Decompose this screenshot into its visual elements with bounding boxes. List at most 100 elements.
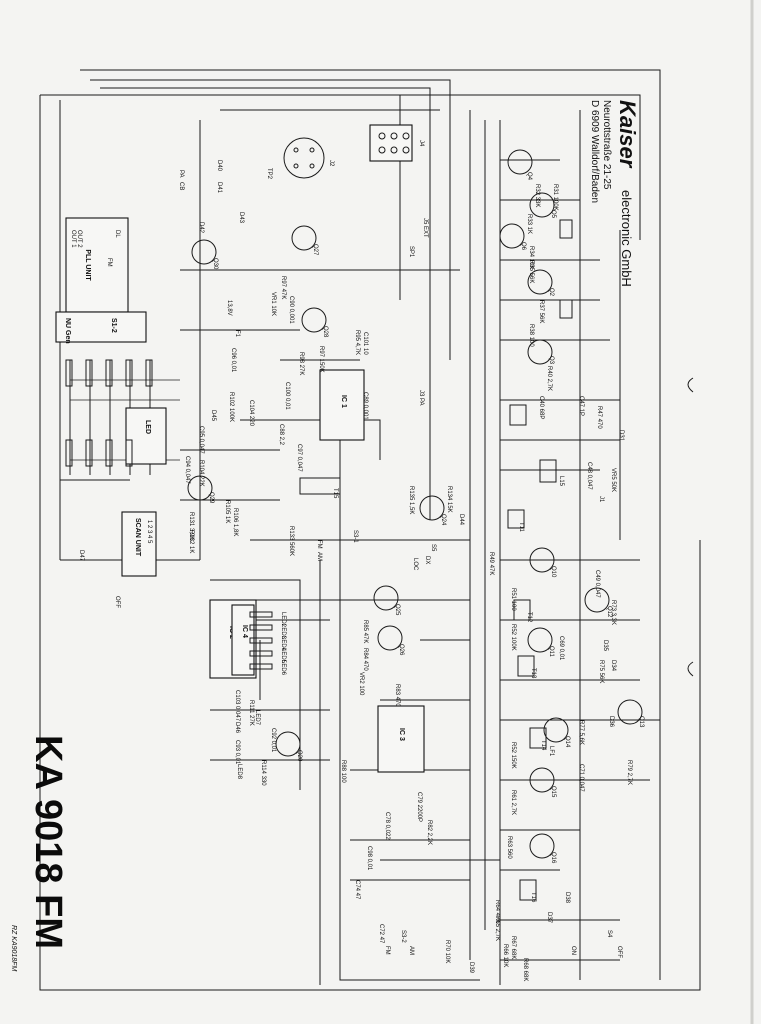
switch-off-label: OFF: [616, 946, 622, 958]
coil-l11: [559, 299, 573, 319]
led-label: LED: [144, 420, 151, 434]
svg-text:R131 3,9K: R131 3,9K: [188, 512, 194, 540]
nu-gen-label: NU Gen: [64, 318, 71, 344]
transformers: [299, 219, 573, 901]
pll-unit-label: PLL UNIT: [84, 249, 91, 281]
svg-text:D41: D41: [216, 182, 222, 194]
svg-text:R97 150K: R97 150K: [318, 346, 324, 373]
svg-text:Q26: Q26: [398, 644, 404, 656]
coil-l9: [509, 404, 527, 426]
svg-text:R67 68K: R67 68K: [510, 936, 516, 959]
svg-text:Q20: Q20: [296, 750, 302, 762]
svg-text:R75 56K: R75 56K: [598, 660, 604, 683]
svg-text:C98 0,01: C98 0,01: [366, 846, 372, 871]
svg-text:C90 0,001: C90 0,001: [288, 296, 294, 324]
switch-off2-label: OFF: [114, 596, 120, 608]
svg-text:R47 470: R47 470: [596, 406, 602, 429]
svg-text:C49 0,047: C49 0,047: [594, 570, 600, 598]
svg-text:R38 100: R38 100: [528, 324, 534, 347]
svg-text:R32 33K: R32 33K: [534, 184, 540, 207]
svg-text:T12: T12: [526, 612, 532, 623]
svg-text:J1: J1: [598, 496, 604, 503]
transformer-t16: [519, 879, 537, 901]
svg-text:R33 1K: R33 1K: [526, 214, 532, 234]
svg-text:LED6: LED6: [280, 660, 286, 676]
company-street: Neurottstraße 21-25: [601, 100, 612, 190]
svg-text:LF1: LF1: [548, 746, 554, 757]
svg-text:Q4: Q4: [526, 172, 532, 181]
svg-text:R135 1,5K: R135 1,5K: [408, 486, 414, 514]
ic3-label: IC 3: [398, 728, 405, 741]
svg-text:R66 10K: R66 10K: [502, 944, 508, 967]
svg-text:Q28: Q28: [322, 326, 328, 338]
svg-text:D46: D46: [234, 722, 240, 734]
transistor-q24: [419, 495, 445, 521]
svg-text:C100 0,01: C100 0,01: [284, 382, 290, 410]
svg-text:PA: PA: [178, 170, 184, 178]
svg-text:C69 0,01: C69 0,01: [558, 636, 564, 661]
svg-text:J3 PA: J3 PA: [418, 390, 424, 406]
svg-text:C72 47: C72 47: [378, 924, 384, 944]
switch-s3-2-label: S3-2: [400, 930, 406, 943]
transformer-t15: [299, 477, 341, 495]
svg-text:R65 2,7K: R65 2,7K: [494, 916, 500, 941]
svg-text:R104 22K: R104 22K: [198, 460, 204, 487]
svg-text:C40 68P: C40 68P: [538, 396, 544, 419]
transistor-q25: [373, 585, 399, 611]
svg-text:R83 470: R83 470: [394, 684, 400, 707]
svg-text:TP2: TP2: [266, 168, 272, 180]
svg-text:R34 10K: R34 10K: [528, 246, 534, 269]
transistors: [187, 149, 643, 859]
svg-text:LED3: LED3: [280, 624, 286, 640]
svg-text:D34: D34: [610, 660, 616, 672]
svg-text:R98 27K: R98 27K: [298, 352, 304, 375]
svg-text:LED4: LED4: [280, 636, 286, 652]
svg-text:13,8V: 13,8V: [226, 300, 232, 316]
svg-text:D42: D42: [198, 222, 204, 234]
svg-text:C71 0,047: C71 0,047: [578, 764, 584, 792]
binder-hole-mark: [687, 377, 694, 393]
svg-text:Q11: Q11: [548, 646, 554, 658]
ic4-label: IC 4: [241, 625, 248, 638]
switch-on-label: ON: [570, 946, 576, 955]
svg-text:Q16: Q16: [550, 852, 556, 864]
transistor-q30: [191, 239, 217, 265]
transistor-q20: [275, 731, 301, 757]
svg-text:T14: T14: [540, 740, 546, 751]
svg-text:D38: D38: [564, 892, 570, 904]
company-city: D 6909 Walldorf/Baden: [589, 100, 600, 203]
transistor-q11: [527, 627, 553, 653]
pll-out1-label: OUT 1: [70, 230, 76, 248]
transformer-t14: [529, 727, 547, 749]
jack-j4: [369, 124, 413, 162]
coil-l12: [559, 219, 573, 239]
svg-text:T16: T16: [530, 892, 536, 903]
svg-text:R134 15K: R134 15K: [446, 486, 452, 513]
pll-dl-label: DL: [114, 230, 120, 238]
transistor-q10: [529, 547, 555, 573]
transistor-q16: [529, 833, 555, 859]
svg-text:R95 4,7K: R95 4,7K: [354, 330, 360, 355]
svg-text:LED2: LED2: [280, 612, 286, 628]
svg-text:VR5 50K: VR5 50K: [610, 468, 616, 492]
svg-text:C97 0,047: C97 0,047: [296, 444, 302, 472]
svg-text:R133 560K: R133 560K: [288, 526, 294, 556]
svg-text:VR1 10K: VR1 10K: [270, 292, 276, 316]
svg-text:D43: D43: [238, 212, 244, 224]
svg-text:D31: D31: [618, 430, 624, 442]
transistor-q14: [543, 717, 569, 743]
svg-text:1 2 3 4 5: 1 2 3 4 5: [146, 520, 152, 544]
svg-text:R63 560: R63 560: [506, 836, 512, 859]
svg-text:C101 10: C101 10: [362, 332, 368, 355]
svg-text:C95 0,047: C95 0,047: [198, 426, 204, 454]
svg-text:R132 1K: R132 1K: [188, 530, 194, 553]
svg-text:D39: D39: [468, 962, 474, 974]
ic4-block: IC 4: [231, 604, 255, 676]
svg-text:R77 5,6K: R77 5,6K: [578, 720, 584, 745]
svg-text:R106 1,8K: R106 1,8K: [232, 508, 238, 536]
svg-text:D44: D44: [458, 514, 464, 526]
svg-text:CB: CB: [178, 182, 184, 190]
svg-text:C47 1P: C47 1P: [578, 396, 584, 416]
svg-text:C48 0,047: C48 0,047: [586, 462, 592, 490]
transistor-q3: [527, 339, 553, 365]
